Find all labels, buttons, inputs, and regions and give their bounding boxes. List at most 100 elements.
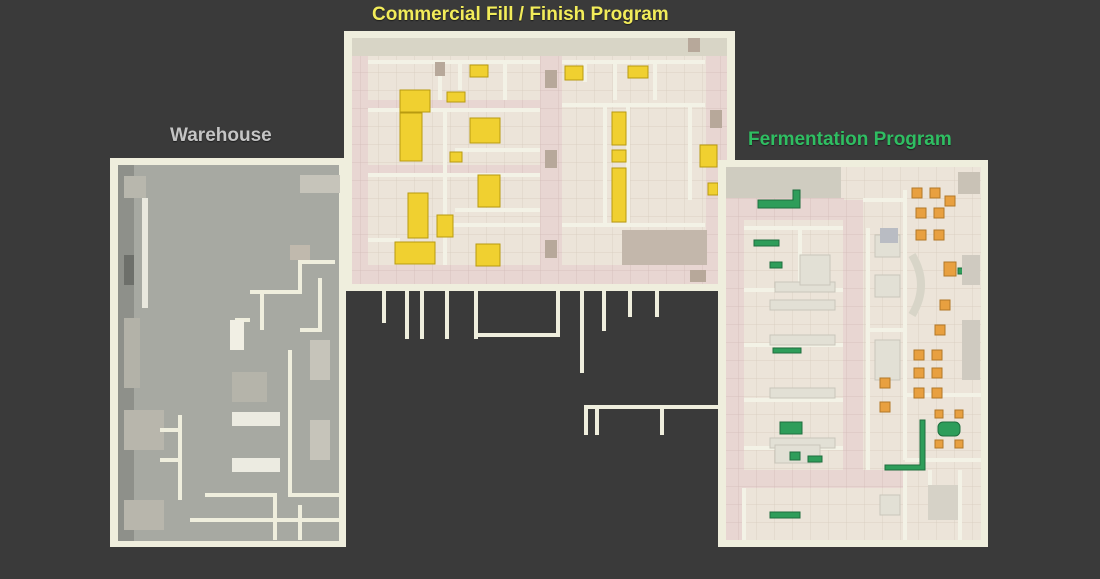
lab-bench xyxy=(799,254,831,286)
office-desk xyxy=(931,349,943,361)
warehouse-label: Warehouse xyxy=(170,125,272,146)
commercial-door xyxy=(545,70,557,88)
corridor-wall xyxy=(474,291,478,339)
office-desk xyxy=(933,207,945,219)
fermentation-equipment xyxy=(884,419,926,471)
commercial-equipment xyxy=(611,111,627,146)
commercial-equipment xyxy=(699,144,718,168)
fermentation-equipment xyxy=(789,451,801,461)
commercial-equipment xyxy=(449,151,463,163)
warehouse-rack xyxy=(142,198,148,308)
office-desk xyxy=(929,187,941,199)
lab-bench xyxy=(874,339,901,381)
fermentation-side-room xyxy=(962,255,980,285)
office-desk xyxy=(939,299,951,311)
warehouse-rack xyxy=(124,176,146,198)
office-desk xyxy=(944,195,956,207)
lab-bench xyxy=(879,494,901,516)
commercial-door xyxy=(545,150,557,168)
commercial-door xyxy=(710,110,722,128)
office-desk xyxy=(913,349,925,361)
fermentation-equipment xyxy=(757,189,801,209)
office-desk xyxy=(933,229,945,241)
corridor-wall xyxy=(382,291,386,323)
fermentation-side-room xyxy=(928,485,958,520)
corridor-wall xyxy=(445,291,449,339)
fermentation-corridor xyxy=(726,220,744,540)
commercial-equipment xyxy=(564,65,584,81)
commercial-equipment xyxy=(399,112,423,162)
fermentation-office xyxy=(726,167,841,198)
office-desk xyxy=(879,377,891,389)
corridor-wall xyxy=(602,291,606,331)
warehouse-rack xyxy=(124,410,164,450)
lab-bench xyxy=(769,299,836,311)
corridor-wall xyxy=(628,291,632,317)
office-desk xyxy=(879,401,891,413)
reception-counter xyxy=(908,252,925,318)
fermentation-side-room xyxy=(880,228,898,243)
corridor-wall xyxy=(478,333,558,337)
lab-bench xyxy=(769,334,836,346)
lab-bench xyxy=(874,274,901,298)
warehouse-equipment xyxy=(310,340,330,380)
fermentation-corridor xyxy=(726,198,844,220)
commercial-equipment xyxy=(475,243,501,267)
office-chair xyxy=(954,439,964,449)
commercial-corridor xyxy=(368,165,540,175)
commercial-equipment xyxy=(407,192,429,239)
fermentation-equipment xyxy=(753,239,780,247)
commercial-mech-room xyxy=(622,230,707,265)
fermentation-equipment xyxy=(769,511,801,519)
office-desk xyxy=(915,207,927,219)
office-desk xyxy=(915,229,927,241)
warehouse-wing xyxy=(110,158,346,547)
commercial-program-label: Commercial Fill / Finish Program xyxy=(372,4,669,25)
warehouse-equipment xyxy=(232,372,267,402)
commercial-top-wall-shade xyxy=(352,38,727,60)
warehouse-equipment xyxy=(300,175,340,193)
office-desk xyxy=(931,367,943,379)
office-desk xyxy=(913,387,925,399)
conference-table xyxy=(937,421,961,437)
fermentation-corridor xyxy=(843,200,863,470)
commercial-corridor xyxy=(352,56,368,284)
commercial-equipment xyxy=(399,89,431,113)
connector-area xyxy=(382,291,722,435)
warehouse-equipment xyxy=(310,420,330,460)
corridor-wall xyxy=(595,409,599,435)
fermentation-side-room xyxy=(962,320,980,380)
commercial-corridor xyxy=(540,56,562,284)
commercial-equipment xyxy=(477,174,501,208)
warehouse-equipment xyxy=(230,320,244,350)
fermentation-equipment xyxy=(779,421,803,435)
fermentation-side-room xyxy=(958,172,980,194)
commercial-equipment xyxy=(446,91,466,103)
commercial-corridor xyxy=(368,100,540,110)
commercial-equipment xyxy=(469,64,489,78)
fermentation-corridor xyxy=(744,470,904,488)
warehouse-rack xyxy=(124,500,164,530)
commercial-corridor xyxy=(352,265,727,284)
office-chair xyxy=(954,409,964,419)
warehouse-floor xyxy=(118,165,339,541)
corridor-wall xyxy=(584,405,722,409)
commercial-door xyxy=(545,240,557,258)
warehouse-rack xyxy=(124,318,140,388)
warehouse-equipment xyxy=(232,412,280,426)
commercial-equipment xyxy=(436,214,454,238)
corridor-wall xyxy=(655,291,659,317)
commercial-equipment xyxy=(611,149,627,163)
warehouse-equipment xyxy=(232,458,280,472)
office-desk xyxy=(913,367,925,379)
commercial-equipment xyxy=(627,65,649,79)
corridor-wall xyxy=(584,405,588,435)
commercial-equipment xyxy=(707,182,719,196)
office-desk xyxy=(911,187,923,199)
office-desk xyxy=(931,387,943,399)
corridor-wall xyxy=(405,291,409,339)
fermentation-wing xyxy=(718,160,988,547)
commercial-wing xyxy=(344,31,735,291)
commercial-equipment xyxy=(611,167,627,223)
